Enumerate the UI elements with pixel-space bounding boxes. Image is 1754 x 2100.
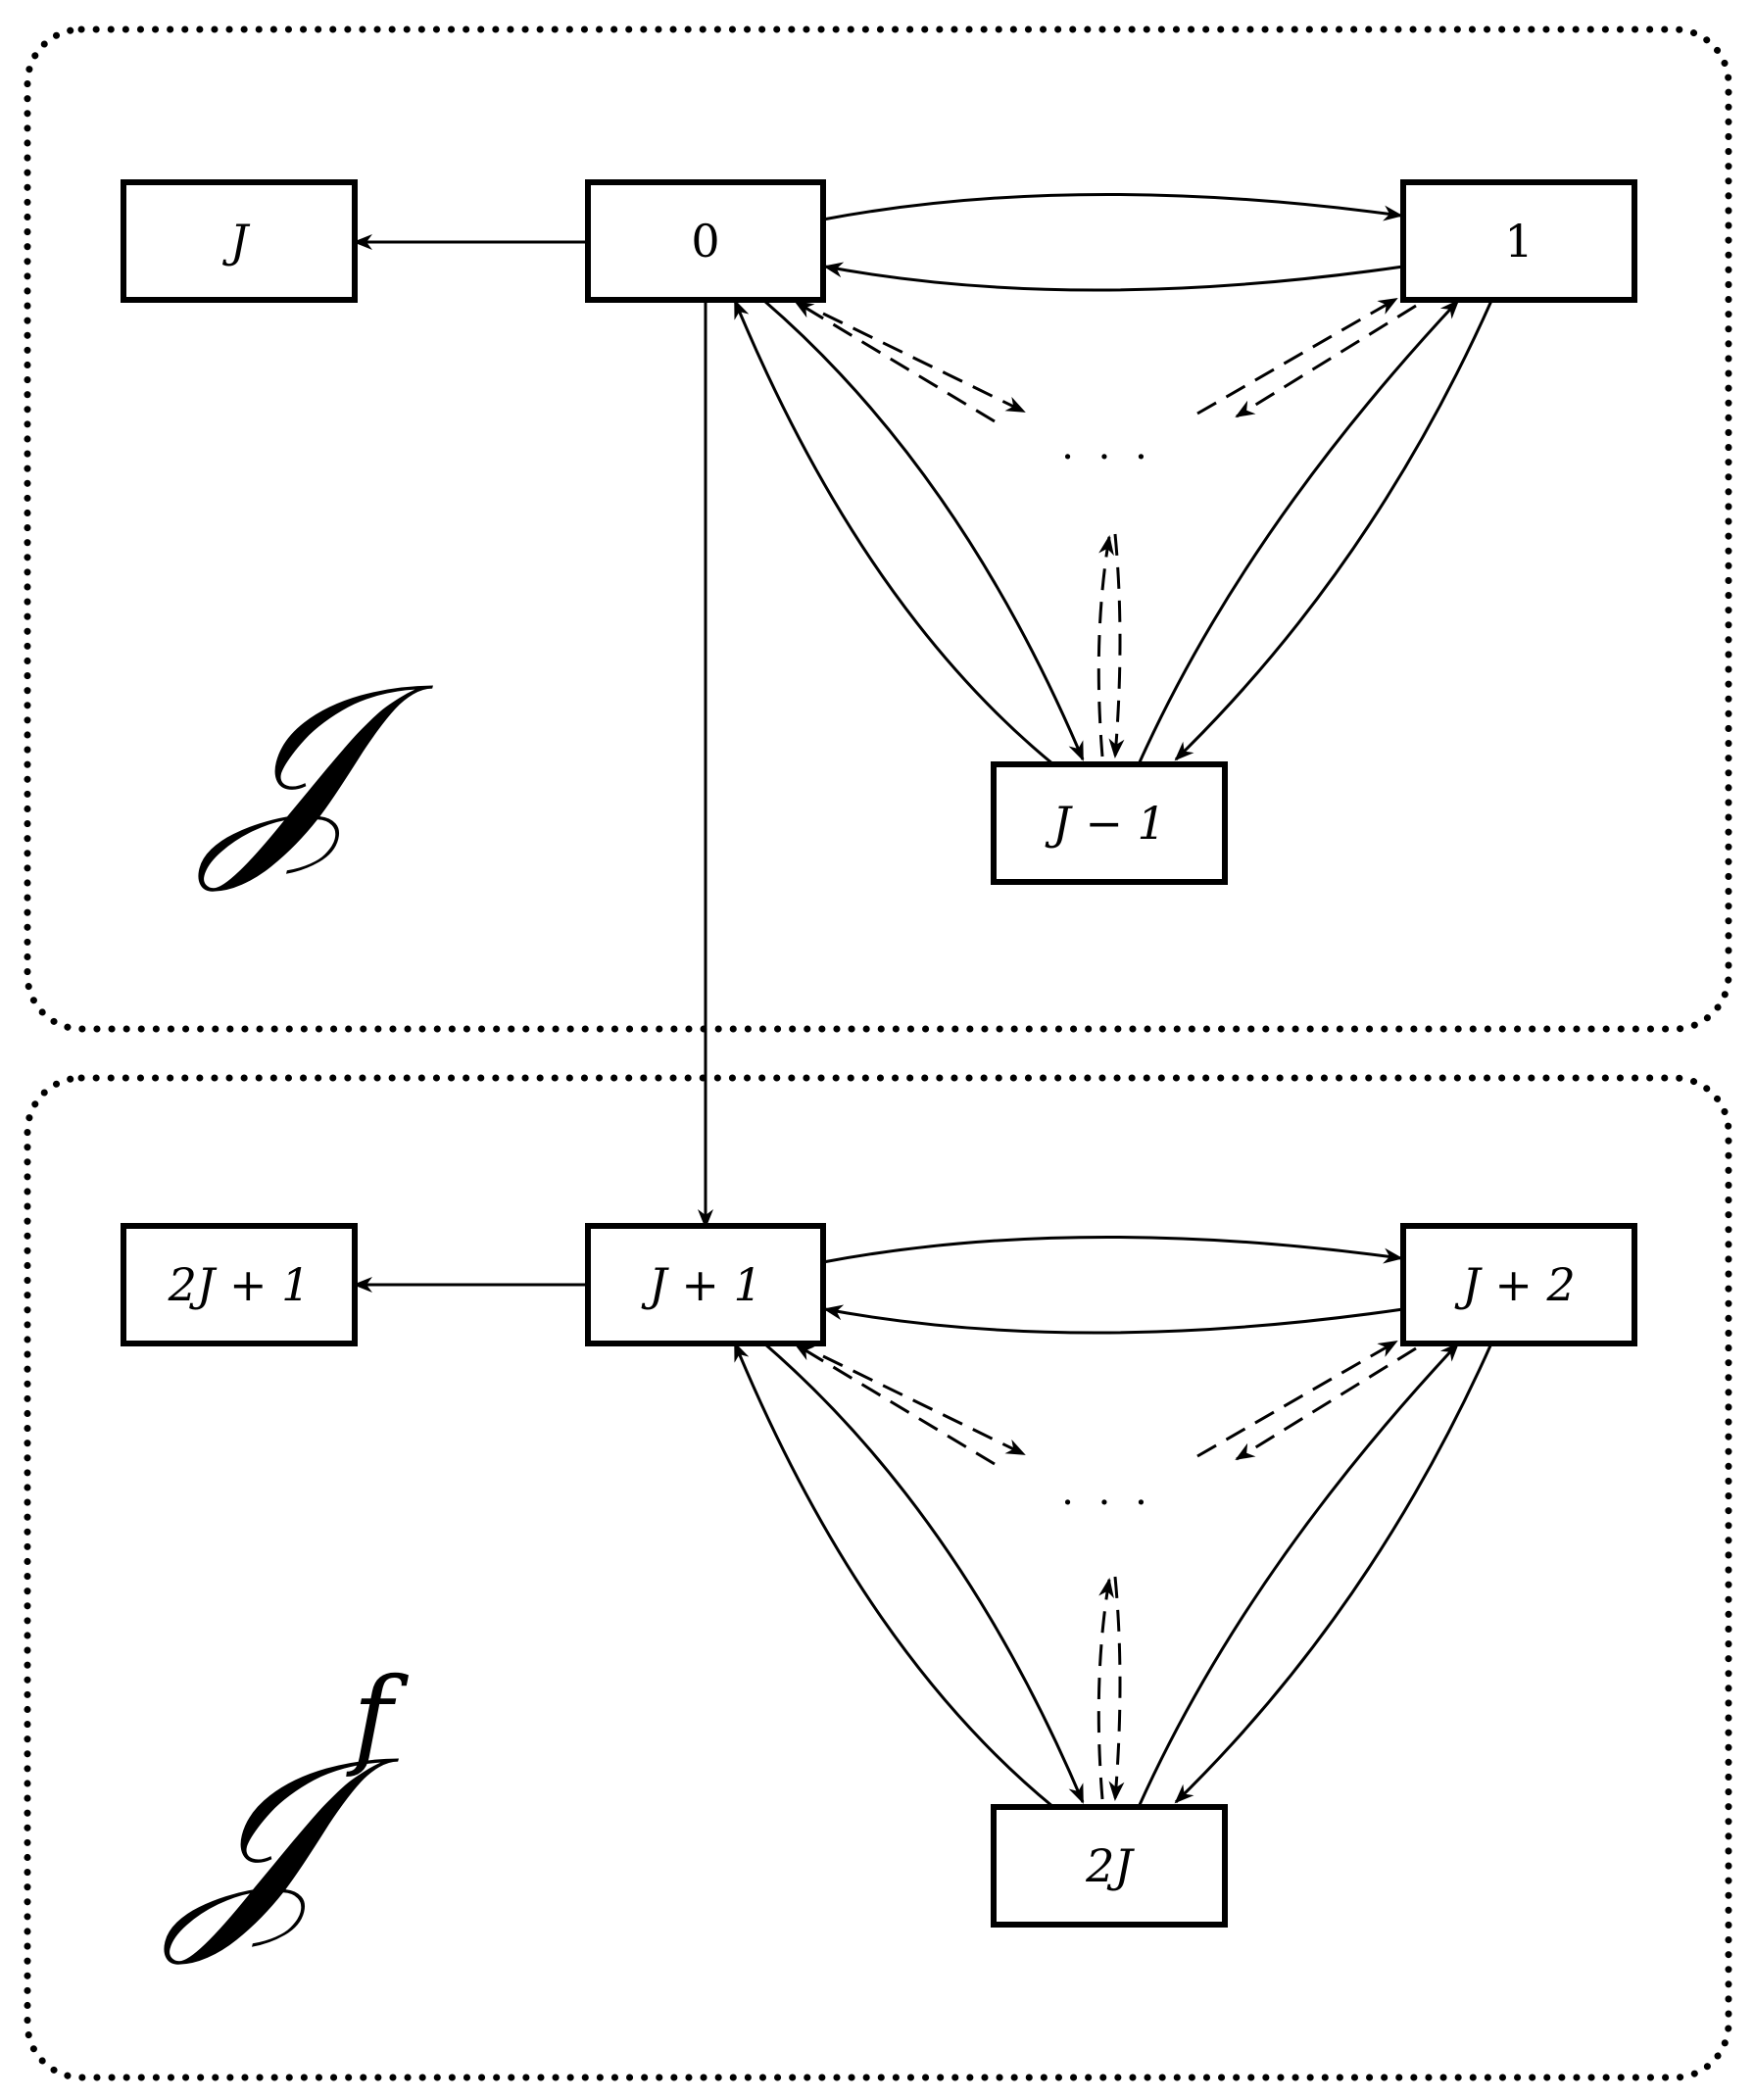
- edge-Jm1-to-ellipsis: [1096, 535, 1114, 757]
- edge-ellipsis-to-Jplus2: [1196, 1340, 1398, 1458]
- edge-ellipsis-to-Jplus1: [794, 1343, 996, 1466]
- edge-0-to-ellipsis: [822, 312, 1026, 414]
- node-J-minus-1: J − 1: [991, 761, 1228, 885]
- edge-ellipsis-to-Jm1: [1108, 533, 1125, 758]
- edge-1-to-0: [823, 262, 1404, 292]
- edge-Jplus1-to-2J: [763, 1342, 1085, 1804]
- edge-0-to-Jm1: [763, 299, 1085, 761]
- edge-2J-to-Jplus1: [733, 1342, 1054, 1809]
- node-1-label: 1: [1504, 215, 1533, 268]
- edge-Jplus2-to-2J: [1174, 1343, 1493, 1804]
- ellipsis-bottom: · · ·: [1061, 1481, 1153, 1526]
- node-2J-label: 2J: [1085, 1839, 1135, 1892]
- edge-1-to-ellipsis: [1235, 304, 1417, 418]
- region-label-J: 𝒥: [196, 635, 433, 897]
- node-J-minus-1-label: J − 1: [1045, 797, 1166, 850]
- ellipsis-top: · · ·: [1061, 435, 1153, 480]
- edge-2J-to-Jplus2: [1137, 1342, 1460, 1808]
- node-0-label: 0: [691, 215, 719, 268]
- node-J-plus-2: J + 2: [1400, 1223, 1637, 1346]
- node-2J-plus-1-label: 2J + 1: [168, 1258, 311, 1311]
- edge-Jplus1-to-ellipsis: [822, 1354, 1026, 1456]
- node-0: 0: [585, 179, 826, 303]
- node-J-plus-1-label: J + 1: [641, 1258, 762, 1311]
- edge-0-to-1: [822, 192, 1403, 221]
- node-1: 1: [1400, 179, 1637, 303]
- node-J-plus-2-label: J + 2: [1454, 1258, 1576, 1311]
- edges-top: [353, 192, 1493, 1229]
- node-2J-plus-1: 2J + 1: [121, 1223, 358, 1346]
- edge-ellipsis-to-1: [1196, 297, 1398, 415]
- edge-ellipsis-to-2J: [1108, 1576, 1125, 1801]
- edges-bottom: [353, 1235, 1493, 1809]
- edge-Jplus2-to-ellipsis: [1235, 1346, 1417, 1461]
- edge-1-to-Jm1: [1174, 300, 1493, 761]
- edge-2J-to-ellipsis: [1096, 1578, 1114, 1800]
- edge-Jplus1-to-Jplus2: [822, 1235, 1403, 1264]
- edge-Jm1-to-0: [733, 299, 1054, 766]
- node-J: J: [121, 179, 358, 303]
- node-2J: 2J: [991, 1804, 1228, 1928]
- region-top: [24, 25, 1732, 1033]
- region-label-J-f: 𝒥 f: [162, 1654, 409, 1970]
- node-J-plus-1: J + 1: [585, 1223, 826, 1346]
- region-label-J-f-superscript: f: [346, 1654, 409, 1780]
- region-bottom: [24, 1074, 1732, 2081]
- edge-Jplus2-to-Jplus1: [823, 1304, 1404, 1335]
- edge-Jm1-to-1: [1137, 299, 1460, 765]
- edge-ellipsis-to-0: [794, 300, 996, 423]
